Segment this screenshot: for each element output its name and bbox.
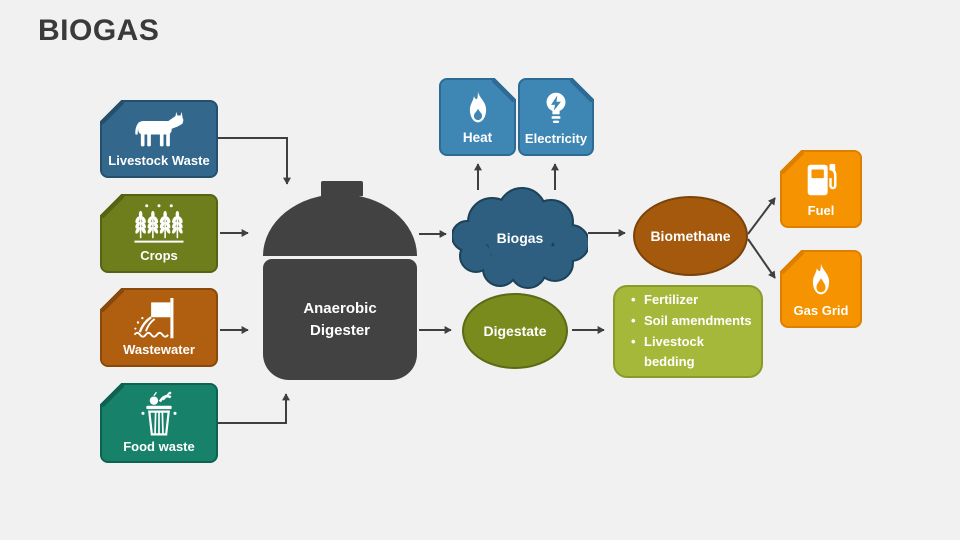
flame-icon xyxy=(462,80,494,131)
digestate-uses-box: Fertilizer Soil amendments Livestock bed… xyxy=(613,285,763,378)
input-label: Livestock Waste xyxy=(108,152,210,168)
corner-snip xyxy=(100,383,124,407)
cow-icon xyxy=(130,102,188,154)
wastewater-pipe-icon xyxy=(131,290,187,343)
list-item: Livestock bedding xyxy=(631,332,753,374)
wheat-icon xyxy=(131,196,187,249)
output-heat: Heat xyxy=(439,78,516,156)
corner-snip xyxy=(100,100,124,124)
corner-snip xyxy=(100,194,124,218)
corner-snip xyxy=(570,78,594,102)
corner-snip xyxy=(780,250,804,274)
digestate-uses-list: Fertilizer Soil amendments Livestock bed… xyxy=(615,290,761,373)
output-electricity: Electricity xyxy=(518,78,594,156)
input-livestock-waste: Livestock Waste xyxy=(100,100,218,178)
biomethane-label: Biomethane xyxy=(650,228,731,244)
biogas-cloud: Biogas xyxy=(452,186,588,290)
bulb-icon xyxy=(540,80,572,132)
trash-bin-icon xyxy=(132,385,186,440)
use-label: Fuel xyxy=(807,202,835,218)
output-label: Heat xyxy=(462,130,493,146)
input-food-waste: Food waste xyxy=(100,383,218,463)
use-gas-grid: Gas Grid xyxy=(780,250,862,328)
flame-icon xyxy=(805,252,837,304)
digester-chimney xyxy=(321,181,363,196)
corner-snip xyxy=(100,288,124,312)
list-item: Fertilizer xyxy=(631,290,753,311)
digestate-label: Digestate xyxy=(483,323,547,339)
digester-label: Anaerobic Digester xyxy=(303,299,377,339)
slide-title: BIOGAS xyxy=(38,14,160,47)
biomethane-ellipse: Biomethane xyxy=(633,196,748,276)
input-label: Food waste xyxy=(123,439,195,454)
use-fuel: Fuel xyxy=(780,150,862,228)
input-label: Crops xyxy=(140,247,178,263)
use-label: Gas Grid xyxy=(793,302,849,318)
corner-snip xyxy=(780,150,804,174)
input-label: Wastewater xyxy=(123,341,195,357)
input-crops: Crops xyxy=(100,194,218,273)
list-item: Soil amendments xyxy=(631,311,753,332)
digestate-ellipse: Digestate xyxy=(462,293,568,369)
biogas-label: Biogas xyxy=(496,230,544,246)
output-label: Electricity xyxy=(524,130,588,146)
corner-snip xyxy=(492,78,516,102)
fuel-pump-icon xyxy=(802,152,840,204)
anaerobic-digester: Anaerobic Digester xyxy=(263,259,417,380)
input-wastewater: Wastewater xyxy=(100,288,218,367)
